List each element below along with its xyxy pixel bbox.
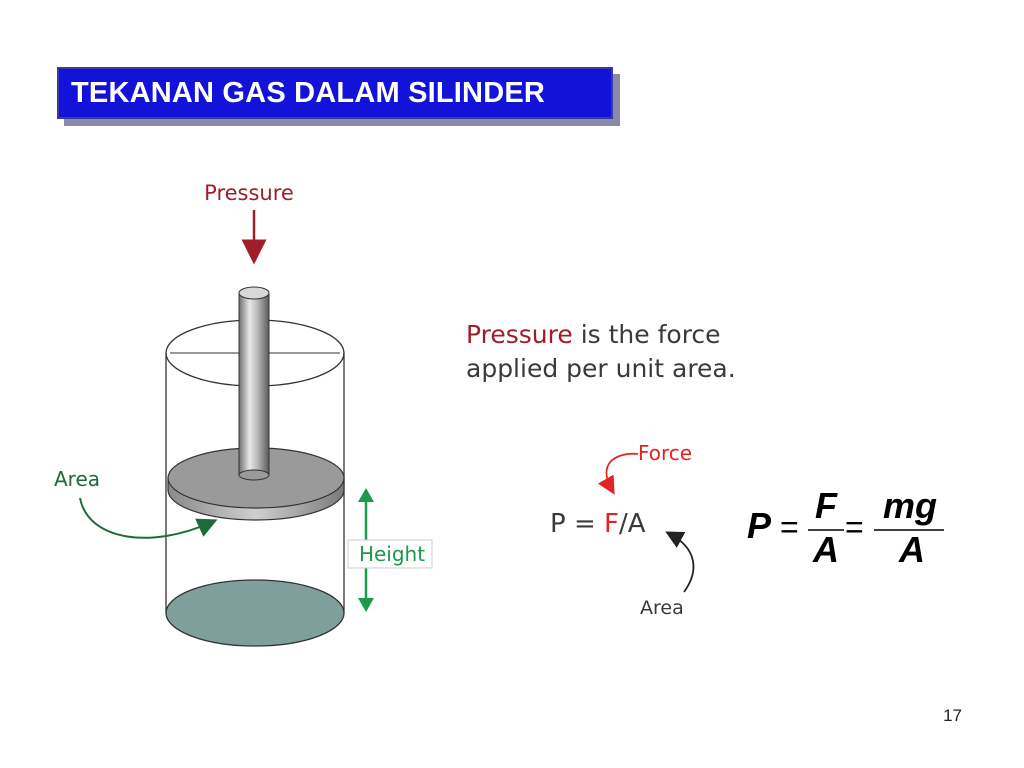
rod-cap [238, 286, 270, 300]
force-arrow [597, 452, 639, 495]
pressure-definition: Pressure is the force applied per unit a… [466, 318, 736, 386]
small-formula-eq: = [566, 509, 604, 539]
big-formula-p: P [747, 505, 772, 546]
definition-rest: is the force [572, 320, 721, 349]
rod-base [238, 469, 270, 481]
small-formula-f: F [604, 509, 619, 539]
gas-base-surface [165, 579, 345, 647]
big-formula-eq2: = [845, 509, 864, 545]
area-label: Area [54, 467, 100, 491]
small-area-arrow [665, 531, 695, 593]
small-formula: P = F/A [550, 509, 646, 539]
piston-rod [238, 292, 270, 476]
definition-term: Pressure [466, 320, 573, 349]
definition-line-1: Pressure is the force [466, 318, 736, 352]
definition-line-2: applied per unit area. [466, 354, 736, 383]
big-formula-num1: F [815, 485, 838, 526]
pressure-label: Pressure [204, 181, 294, 205]
height-label-box [347, 539, 433, 569]
small-formula-p: P [550, 509, 566, 539]
small-area-label: Area [640, 597, 684, 619]
small-formula-a: /A [619, 509, 646, 539]
area-arrow [79, 497, 218, 539]
height-arrowhead-down [358, 598, 374, 612]
big-formula-den2: A [898, 529, 925, 570]
force-label: Force [638, 441, 692, 465]
title-banner: TEKANAN GAS DALAM SILINDER [57, 67, 613, 119]
big-formula-num2: mg [883, 485, 937, 526]
slide-title: TEKANAN GAS DALAM SILINDER [71, 76, 546, 109]
big-formula-eq1: = [780, 509, 799, 545]
height-label: Height [359, 542, 425, 566]
height-arrowhead-up [358, 488, 374, 502]
page-number: 17 [943, 706, 962, 725]
big-formula-den1: A [812, 529, 839, 570]
